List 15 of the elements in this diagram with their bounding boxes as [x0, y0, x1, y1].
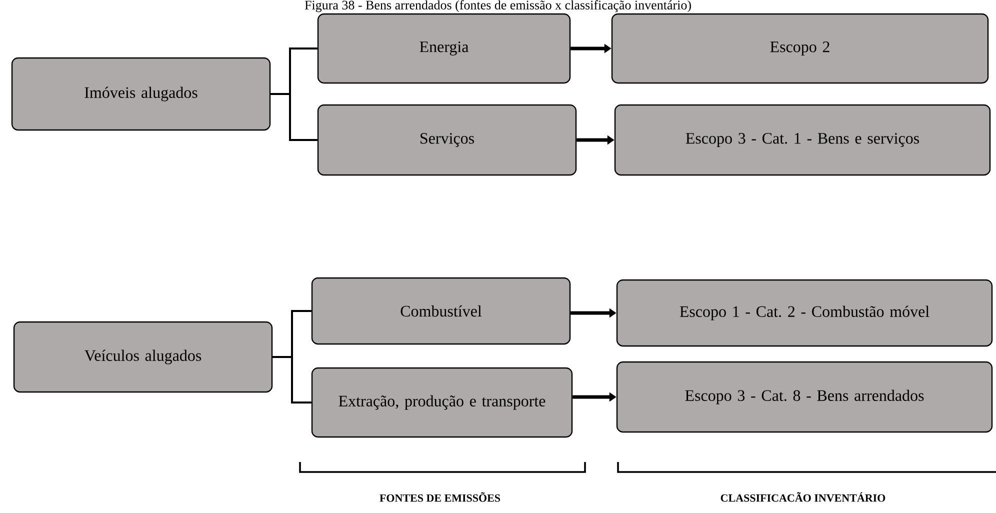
process-box: Escopo 3 - Cat. 8 - Bens arrendados: [616, 361, 993, 433]
process-box: Combustível: [311, 277, 571, 345]
bracket-connector: [270, 93, 318, 141]
process-box: Escopo 3 - Cat. 1 - Bens e serviços: [614, 104, 991, 176]
process-box: Imóveis alugados: [11, 57, 271, 131]
title: Figura 38 - Bens arrendados (fontes de emissão x classificação inventário): [304, 0, 691, 12]
process-box: Extração, produção e transporte: [311, 367, 573, 438]
process-box: Energia: [317, 13, 571, 84]
process-box: Serviços: [317, 104, 577, 176]
process-box: Veículos alugados: [13, 321, 273, 393]
bracket-connector: [272, 356, 312, 404]
process-box: Escopo 2: [611, 13, 989, 84]
process-box: Escopo 1 - Cat. 2 - Combustão móvel: [616, 279, 993, 347]
axis-label: CLASSIFICACÃO INVENTÁRIO: [720, 492, 886, 502]
axis-label: FONTES DE EMISSÕES: [380, 492, 500, 502]
